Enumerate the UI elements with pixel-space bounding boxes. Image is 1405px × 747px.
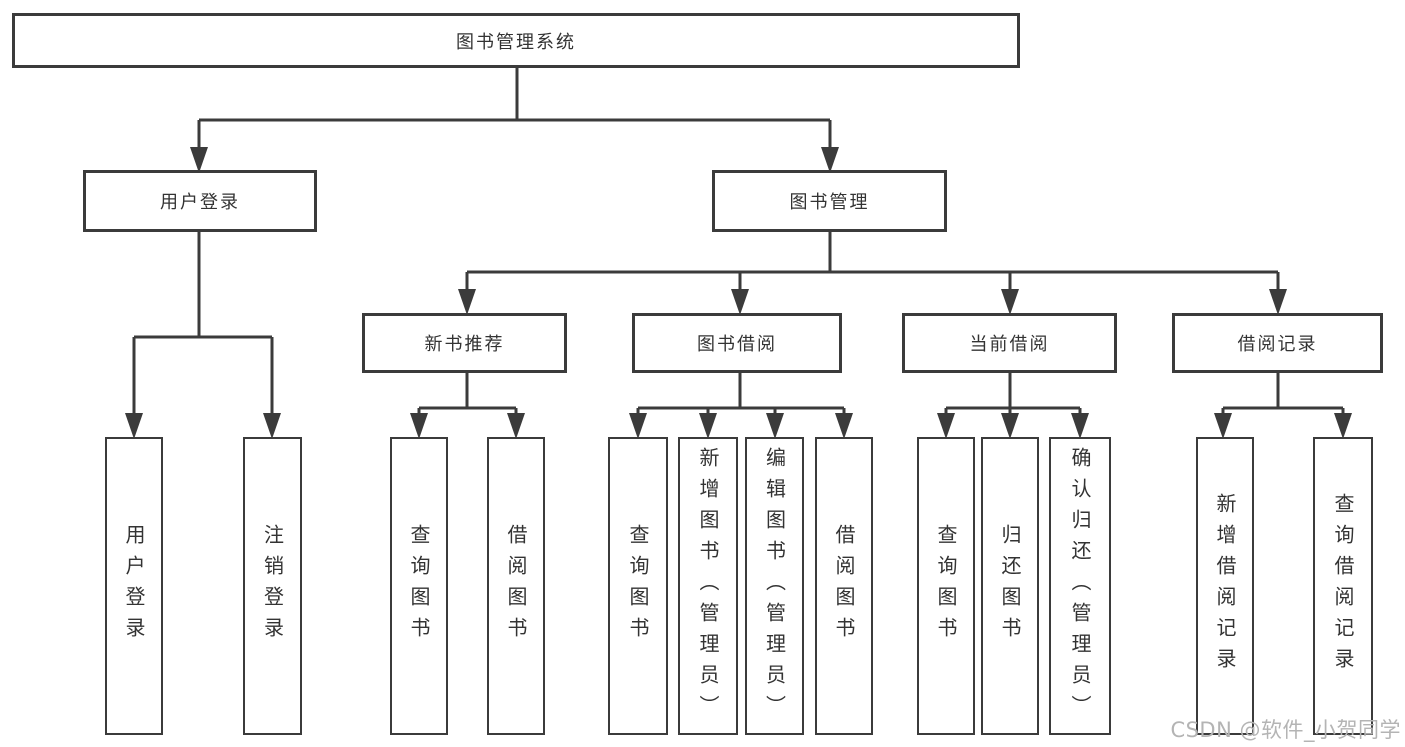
node-label: 新增图书（管理员）: [696, 446, 720, 726]
node-label: 图书管理: [789, 192, 870, 213]
node-borrowing-records: 借阅记录: [1172, 313, 1383, 373]
node-label: 查询图书: [626, 524, 650, 648]
leaf-add-book-admin: 新增图书（管理员）: [678, 437, 738, 735]
node-label: 借阅记录: [1237, 334, 1318, 355]
leaf-query-books: 查询图书: [390, 437, 448, 735]
node-label: 新增借阅记录: [1213, 493, 1237, 679]
node-label: 新书推荐: [424, 334, 505, 355]
leaf-add-borrow-record: 新增借阅记录: [1196, 437, 1254, 735]
node-label: 查询借阅记录: [1331, 493, 1355, 679]
leaf-query-borrow-record: 查询借阅记录: [1313, 437, 1373, 735]
node-label: 查询图书: [407, 524, 431, 648]
node-label: 用户登录: [160, 192, 240, 213]
leaf-user-login: 用户登录: [105, 437, 163, 735]
node-book-borrowing: 图书借阅: [632, 313, 842, 373]
leaf-return-book: 归还图书: [981, 437, 1039, 735]
node-label: 查询图书: [934, 524, 958, 648]
node-new-book-recommendation: 新书推荐: [362, 313, 567, 373]
leaf-borrow-book: 借阅图书: [815, 437, 873, 735]
leaf-query-books: 查询图书: [608, 437, 668, 735]
node-current-borrowing: 当前借阅: [902, 313, 1117, 373]
node-label: 归还图书: [998, 524, 1022, 648]
node-label: 借阅图书: [504, 524, 528, 648]
node-label: 注销登录: [260, 524, 285, 648]
leaf-borrow-book: 借阅图书: [487, 437, 545, 735]
node-label: 图书借阅: [697, 334, 777, 355]
node-book-management: 图书管理: [712, 170, 947, 232]
leaf-confirm-return-admin: 确认归还（管理员）: [1049, 437, 1111, 735]
leaf-logout: 注销登录: [243, 437, 302, 735]
node-label: 确认归还（管理员）: [1068, 446, 1092, 726]
node-label: 用户登录: [122, 524, 146, 648]
leaf-edit-book-admin: 编辑图书（管理员）: [745, 437, 804, 735]
csdn-watermark: CSDN @软件_小贺同学: [1170, 718, 1401, 742]
node-label: 当前借阅: [969, 334, 1050, 355]
leaf-query-books: 查询图书: [917, 437, 975, 735]
node-root: 图书管理系统: [12, 13, 1020, 68]
node-label: 编辑图书（管理员）: [762, 446, 787, 726]
node-label: 图书管理系统: [456, 31, 576, 53]
node-user-login: 用户登录: [83, 170, 317, 232]
node-label: 借阅图书: [832, 524, 856, 648]
